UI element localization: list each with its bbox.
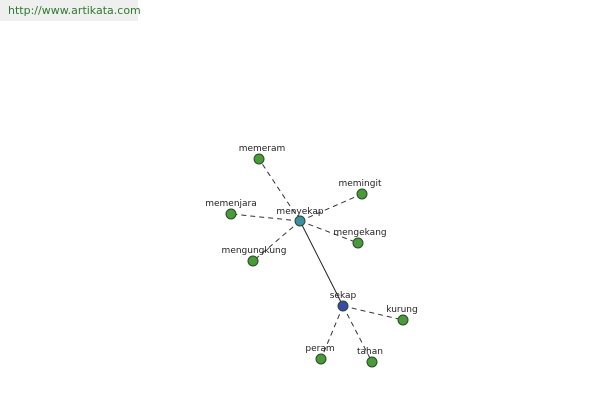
edge-menyekap-sekap bbox=[299, 220, 344, 307]
node-label-sekap[interactable]: sekap bbox=[330, 291, 357, 301]
edge-menyekap-memenjara bbox=[230, 213, 301, 222]
edge-menyekap-memeram bbox=[258, 158, 301, 222]
edge-sekap-kurung bbox=[342, 305, 404, 321]
node-label-peram[interactable]: peram bbox=[305, 344, 334, 354]
node-peram[interactable] bbox=[315, 353, 327, 365]
node-label-mengekang[interactable]: mengekang bbox=[333, 228, 386, 238]
nodes-layer bbox=[225, 153, 409, 368]
edge-sekap-peram bbox=[320, 305, 344, 360]
node-menyekap[interactable] bbox=[294, 215, 306, 227]
edge-sekap-tahan bbox=[342, 305, 373, 363]
node-sekap[interactable] bbox=[337, 300, 349, 312]
node-label-mengungkung[interactable]: mengungkung bbox=[222, 246, 287, 256]
node-label-menyekap[interactable]: menyekap bbox=[276, 207, 323, 217]
node-tahan[interactable] bbox=[366, 356, 378, 368]
edge-menyekap-mengekang bbox=[299, 220, 359, 244]
edge-menyekap-memingit bbox=[299, 193, 363, 222]
node-label-kurung[interactable]: kurung bbox=[386, 305, 417, 315]
labels-layer: menyekap sekap memeram memingit memenjara men… bbox=[205, 144, 418, 357]
node-label-memeram[interactable]: memeram bbox=[239, 144, 286, 154]
source-url-banner: http://www.artikata.com bbox=[0, 0, 141, 21]
node-label-tahan[interactable]: tahan bbox=[357, 347, 383, 357]
node-memeram[interactable] bbox=[253, 153, 265, 165]
edges-layer bbox=[230, 158, 404, 363]
source-url-text[interactable]: http://www.artikata.com bbox=[8, 4, 141, 17]
node-label-memingit[interactable]: memingit bbox=[338, 179, 381, 189]
node-mengekang[interactable] bbox=[352, 237, 364, 249]
node-memenjara[interactable] bbox=[225, 208, 237, 220]
edge-menyekap-mengungkung bbox=[252, 220, 301, 262]
node-kurung[interactable] bbox=[397, 314, 409, 326]
node-memingit[interactable] bbox=[356, 188, 368, 200]
node-mengungkung[interactable] bbox=[247, 255, 259, 267]
node-label-memenjara[interactable]: memenjara bbox=[205, 199, 257, 209]
